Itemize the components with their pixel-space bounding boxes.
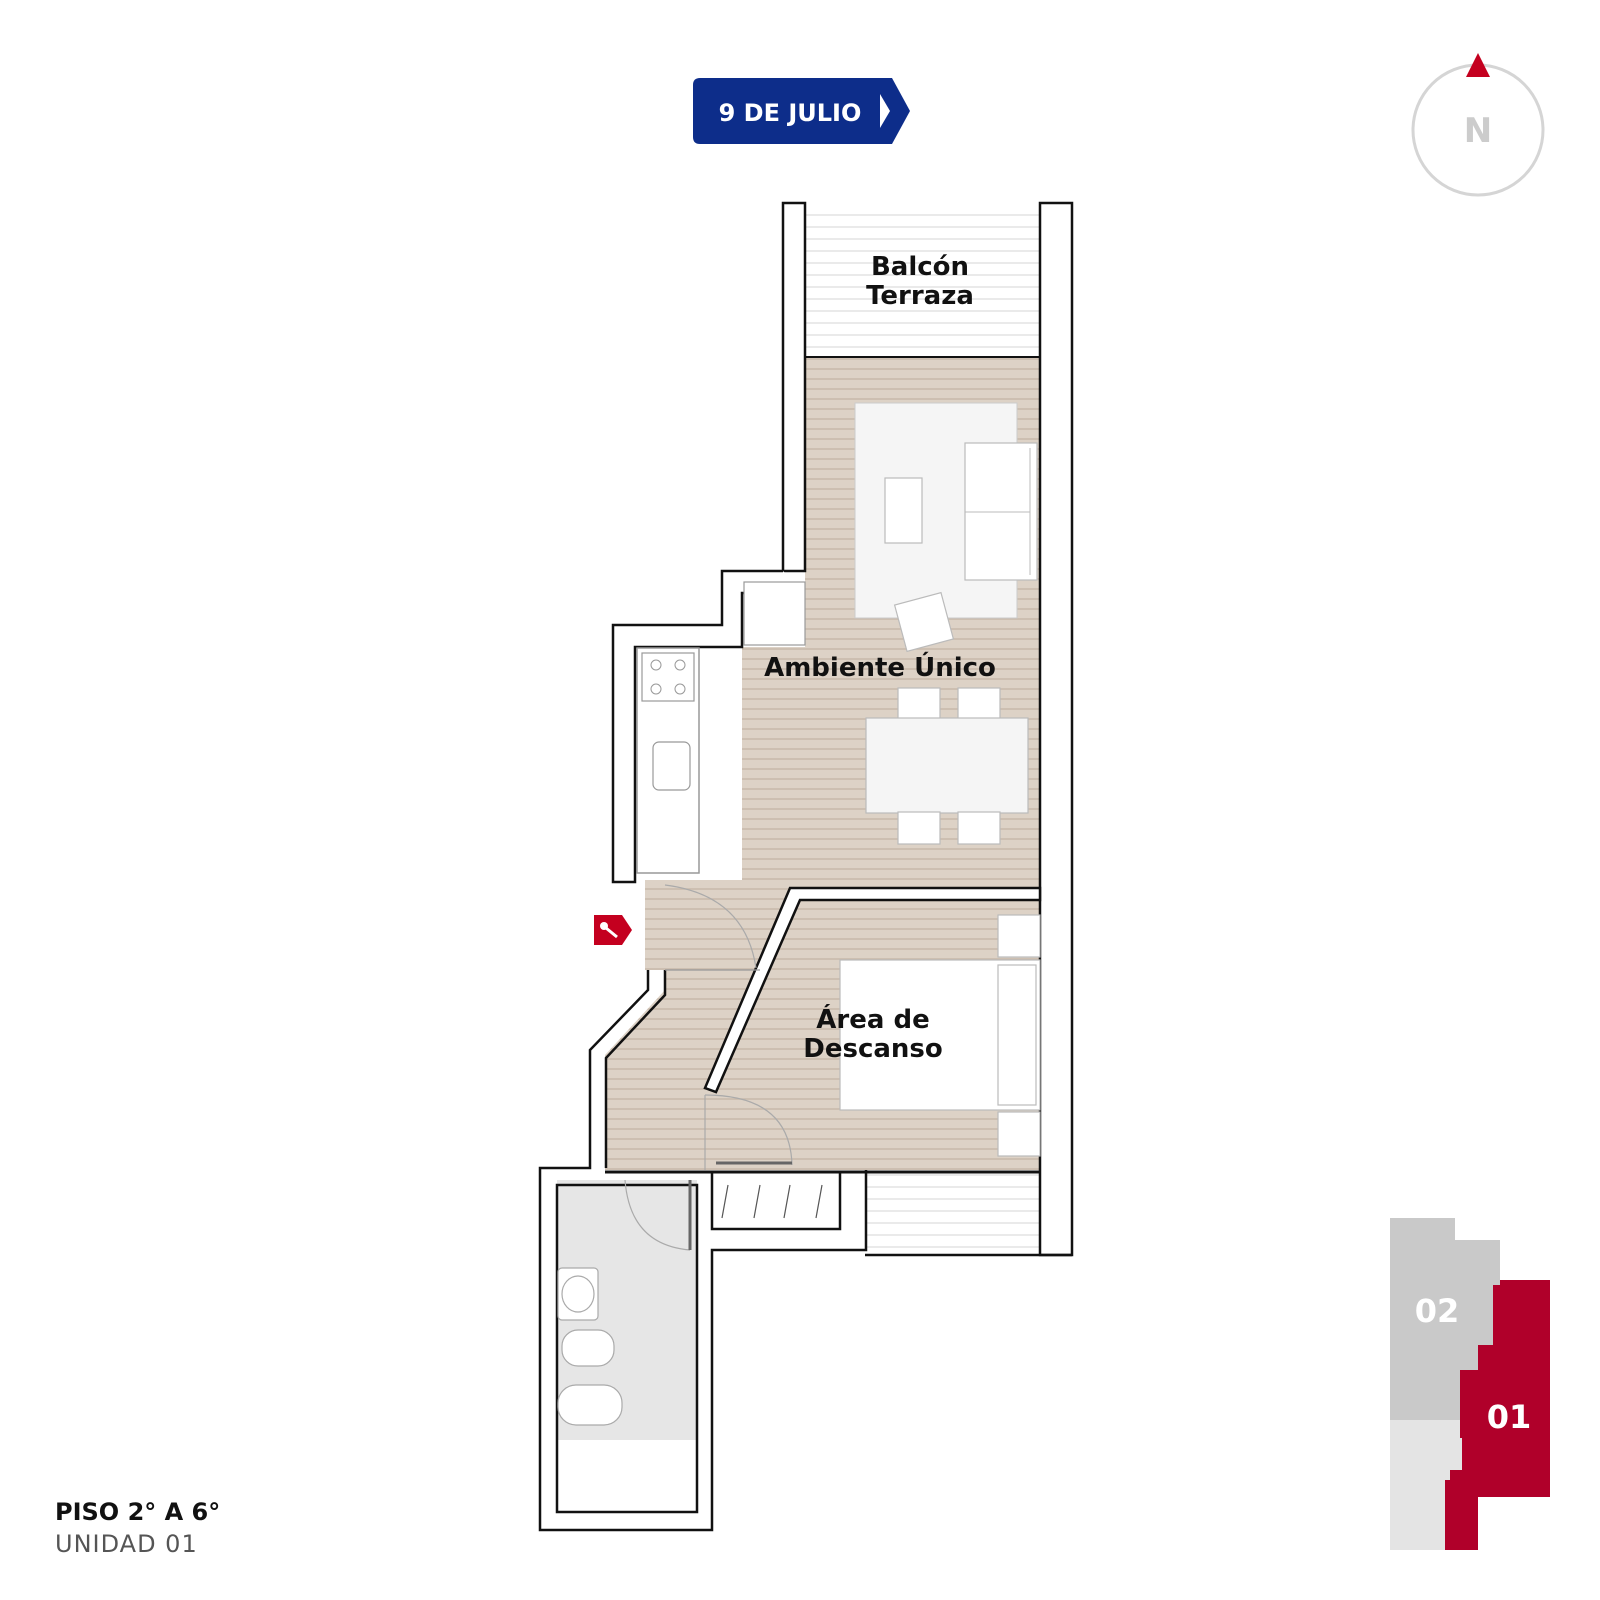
entry-wall-inner <box>604 970 667 1168</box>
dining-set <box>865 687 1029 845</box>
compass-label: N <box>1464 111 1492 151</box>
bathroom-inner-wall <box>555 1183 699 1514</box>
living-room-label: Ambiente Único <box>764 651 996 683</box>
chair <box>897 687 941 721</box>
toilet <box>557 1384 623 1426</box>
unit-common-shape <box>1390 1420 1462 1550</box>
bedroom-partition <box>703 886 1042 1094</box>
bidet <box>561 1329 615 1367</box>
cooktop <box>641 652 695 702</box>
walls <box>538 201 1074 1532</box>
closet-outline <box>710 1170 842 1231</box>
west-wall-upper <box>781 201 807 573</box>
dining-table <box>865 717 1029 814</box>
burner <box>674 659 686 671</box>
balcony-label-line1: Balcón <box>871 252 969 282</box>
bedroom-label-line2: Descanso <box>803 1034 943 1064</box>
street-badge: 9 DE JULIO <box>693 78 910 144</box>
unit-02-shape <box>1390 1218 1500 1420</box>
unit-01-label: 01 <box>1487 1398 1532 1436</box>
kitchen <box>636 581 806 874</box>
unit-label: UNIDAD 01 <box>55 1530 198 1558</box>
compass: N <box>1411 53 1545 197</box>
balcony-area <box>805 205 1040 357</box>
chair <box>897 811 941 845</box>
bedroom-label-line1: Área de <box>816 1003 929 1035</box>
floor-title: PISO 2° A 6° <box>55 1498 221 1526</box>
nightstand <box>997 1111 1041 1157</box>
west-wall-step <box>611 569 805 884</box>
east-wall <box>1038 201 1074 1257</box>
living-furniture <box>854 402 1038 653</box>
bathroom-fixtures <box>557 1267 623 1426</box>
bath-door-swing <box>624 1179 691 1251</box>
north-arrow-icon <box>1466 53 1490 77</box>
nightstand <box>997 914 1041 958</box>
closet-hatch <box>721 1184 823 1219</box>
unit-02-label: 02 <box>1415 1292 1460 1330</box>
fridge <box>743 581 806 646</box>
balcony-label-line2: Terraza <box>866 281 974 311</box>
bedroom-door-swing <box>704 1094 793 1166</box>
burner <box>650 659 662 671</box>
street-badge-bg <box>693 78 910 144</box>
burner <box>674 683 686 695</box>
entry-door-swing <box>664 884 757 969</box>
chair <box>957 687 1001 721</box>
basin-bowl <box>561 1275 595 1313</box>
chair <box>957 811 1001 845</box>
armchair <box>893 591 955 653</box>
key-plan: 02 01 <box>1390 1218 1550 1550</box>
bedroom-furniture <box>839 914 1041 1157</box>
key-entrance-icon <box>594 915 632 945</box>
doors <box>624 884 793 1251</box>
street-label: 9 DE JULIO <box>719 99 862 127</box>
south-wall-outer <box>538 970 868 1532</box>
coffee-table <box>884 477 923 544</box>
pillow <box>997 964 1037 1106</box>
street-arrow-icon <box>880 94 890 128</box>
lower-balcony <box>865 1170 1040 1255</box>
burner <box>650 683 662 695</box>
sink <box>652 741 691 791</box>
unit-01-shape <box>1445 1280 1550 1550</box>
